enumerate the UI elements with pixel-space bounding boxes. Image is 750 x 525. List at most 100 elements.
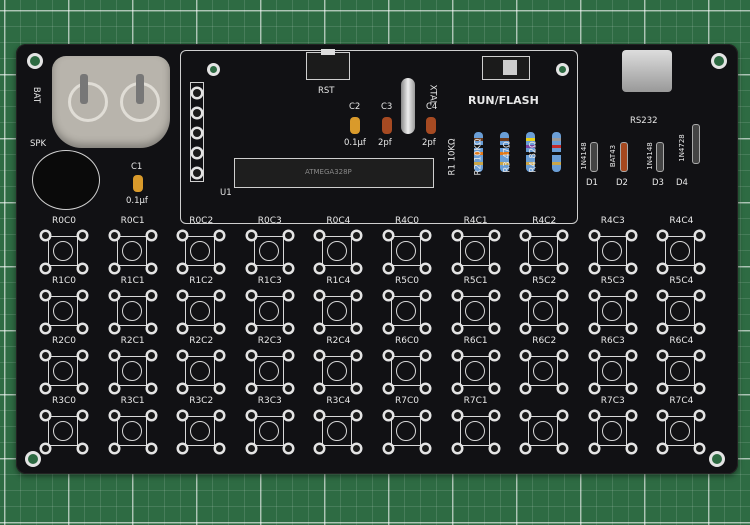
matrix-button[interactable] [522, 230, 567, 274]
matrix-button[interactable] [385, 350, 429, 394]
button-cap [670, 241, 691, 261]
matrix-button[interactable] [590, 350, 635, 394]
matrix-button[interactable] [590, 230, 635, 274]
button-pin [216, 265, 224, 272]
matrix-button[interactable] [179, 290, 224, 334]
matrix-button[interactable] [453, 410, 498, 454]
matrix-button[interactable] [385, 410, 429, 454]
matrix-button[interactable] [316, 230, 361, 274]
matrix-button[interactable] [522, 410, 567, 454]
button-pin [590, 445, 598, 452]
button-pin [284, 232, 292, 239]
r2-label: R2 10KΩ [473, 138, 484, 176]
button-pin [422, 232, 429, 239]
matrix-button[interactable] [42, 290, 86, 334]
d4-label: D4 [676, 178, 688, 188]
button-outline [528, 296, 559, 326]
button-label: R7C0 [395, 396, 419, 406]
reset-button[interactable] [306, 49, 350, 80]
button-cap [327, 421, 348, 441]
button-pin [659, 265, 667, 272]
button-pin [42, 292, 49, 299]
capacitor-c4 [426, 117, 436, 134]
button-cap [190, 241, 211, 261]
button-pin [696, 352, 704, 359]
matrix-button[interactable] [316, 290, 361, 334]
matrix-button[interactable] [453, 290, 498, 334]
button-cap [53, 421, 73, 441]
button-pin [590, 265, 598, 272]
matrix-button[interactable] [590, 290, 635, 334]
matrix-button[interactable] [659, 410, 704, 454]
button-outline [185, 236, 216, 266]
matrix-button[interactable] [522, 350, 567, 394]
button-outline [391, 356, 421, 386]
matrix-button[interactable] [659, 230, 704, 274]
matrix-button[interactable] [110, 290, 155, 334]
button-label: R1C2 [189, 276, 214, 286]
matrix-button[interactable] [179, 230, 224, 274]
matrix-button[interactable] [247, 290, 292, 334]
button-pin [216, 325, 224, 332]
matrix-button[interactable] [316, 410, 361, 454]
button-pin [490, 412, 498, 419]
matrix-button[interactable] [453, 230, 498, 274]
button-pin [247, 292, 255, 299]
button-pin [284, 265, 292, 272]
matrix-button[interactable] [247, 410, 292, 454]
matrix-button[interactable] [453, 350, 498, 394]
button-pin [147, 292, 155, 299]
matrix-button[interactable] [247, 230, 292, 274]
button-pin [179, 232, 187, 239]
button-outline [596, 296, 627, 326]
button-outline [665, 356, 696, 386]
button-pin [353, 412, 361, 419]
button-label: R1C0 [52, 276, 76, 286]
button-cap [670, 421, 691, 441]
matrix-button[interactable] [316, 350, 361, 394]
d2-label: D2 [616, 178, 628, 188]
matrix-button[interactable] [42, 230, 86, 274]
matrix-button[interactable] [590, 410, 635, 454]
matrix-button[interactable] [179, 350, 224, 394]
button-pin [659, 325, 667, 332]
button-pin [522, 412, 530, 419]
run-flash-switch[interactable] [482, 56, 530, 80]
matrix-button[interactable] [522, 290, 567, 334]
button-pin [522, 265, 530, 272]
usb-connector[interactable] [622, 50, 672, 92]
matrix-button[interactable] [110, 410, 155, 454]
button-pin [453, 265, 461, 272]
c1-value: 0.1µf [126, 196, 148, 206]
button-pin [110, 445, 118, 452]
matrix-button[interactable] [385, 290, 429, 334]
button-pin [453, 445, 461, 452]
matrix-button[interactable] [659, 290, 704, 334]
matrix-button[interactable] [42, 410, 86, 454]
button-pin [627, 352, 635, 359]
matrix-button[interactable] [42, 350, 86, 394]
matrix-button[interactable] [179, 410, 224, 454]
button-pin [422, 325, 429, 332]
matrix-button[interactable] [385, 230, 429, 274]
button-pin [696, 445, 704, 452]
button-outline [322, 416, 353, 446]
button-label: R2C3 [257, 336, 282, 346]
matrix-button[interactable] [110, 350, 155, 394]
button-outline [253, 356, 284, 386]
button-cap [121, 241, 142, 261]
button-pin [422, 385, 429, 392]
button-pin [284, 412, 292, 419]
button-cap [53, 361, 73, 381]
button-outline [459, 296, 490, 326]
button-pin [179, 385, 187, 392]
button-pin [179, 292, 187, 299]
button-pin [422, 412, 429, 419]
diode-d4 [692, 124, 700, 164]
matrix-button[interactable] [659, 350, 704, 394]
button-outline [253, 236, 284, 266]
button-pin [353, 265, 361, 272]
button-outline [391, 416, 421, 446]
matrix-button[interactable] [110, 230, 155, 274]
matrix-button[interactable] [247, 350, 292, 394]
